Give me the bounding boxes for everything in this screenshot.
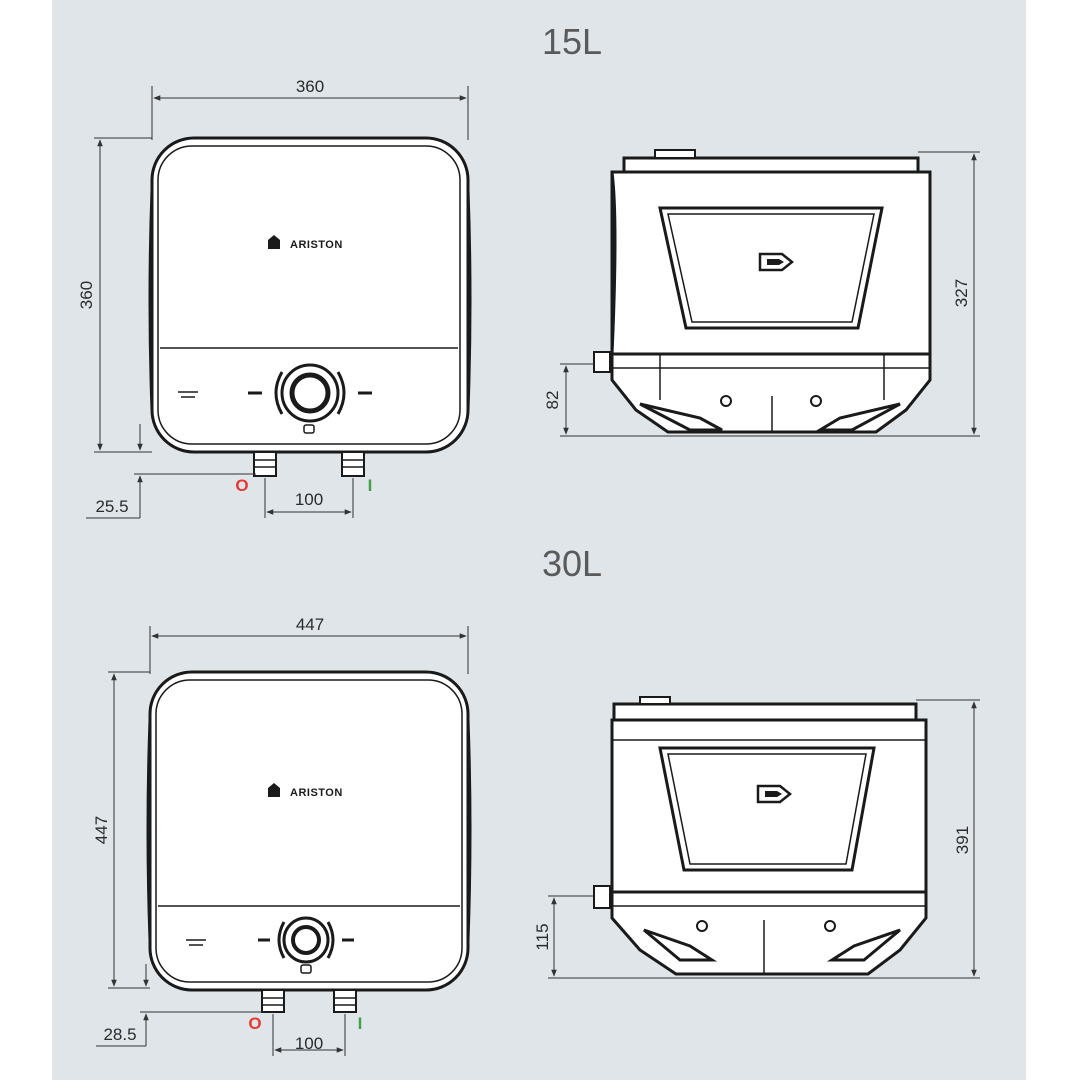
height-label-15l: 360 [77, 281, 96, 309]
outlet-label-15l: O [235, 476, 248, 495]
inlet-pipe [333, 989, 357, 1013]
outlet-pipe [253, 451, 277, 477]
side-pipe [593, 351, 611, 373]
pipe-height-label-30l: 115 [533, 923, 552, 950]
side-view-15l [593, 149, 932, 434]
brand-house-icon [268, 235, 280, 249]
bottom-offset-label-30l: 28.5 [103, 1025, 136, 1044]
heater-outline [150, 136, 470, 454]
pipe-height-label-15l: 82 [543, 391, 562, 410]
small-logo-icon [178, 391, 198, 398]
front-view-30l: ARISTON [146, 670, 472, 1013]
outlet-label-30l: O [248, 1014, 261, 1033]
width-label-15l: 360 [296, 77, 324, 96]
outlet-pipe [261, 989, 285, 1013]
temperature-knob [280, 363, 340, 423]
side-view-30l [593, 696, 928, 976]
model-title-30l: 30L [542, 543, 602, 584]
logo-d-icon [758, 252, 795, 272]
brand-logo: ARISTON [290, 787, 343, 799]
brand-logo: ARISTON [290, 239, 343, 251]
pipe-spacing-label-30l: 100 [295, 1034, 323, 1053]
inlet-label-15l: I [368, 476, 373, 495]
side-height-label-15l: 327 [952, 279, 971, 307]
temperature-knob [282, 916, 330, 964]
indicator-light-icon [303, 424, 315, 434]
inlet-label-30l: I [358, 1014, 363, 1033]
bottom-offset-label-15l: 25.5 [95, 497, 128, 516]
front-view-15l: ARISTON [148, 136, 472, 477]
pipe-spacing-label-15l: 100 [295, 490, 323, 509]
inlet-pipe [341, 451, 365, 477]
heater-outline [148, 670, 470, 992]
height-label-30l: 447 [92, 816, 111, 844]
logo-d-icon [756, 784, 793, 804]
side-height-label-30l: 391 [953, 826, 972, 854]
model-title-15l: 15L [542, 21, 602, 62]
width-label-30l: 447 [296, 615, 324, 634]
